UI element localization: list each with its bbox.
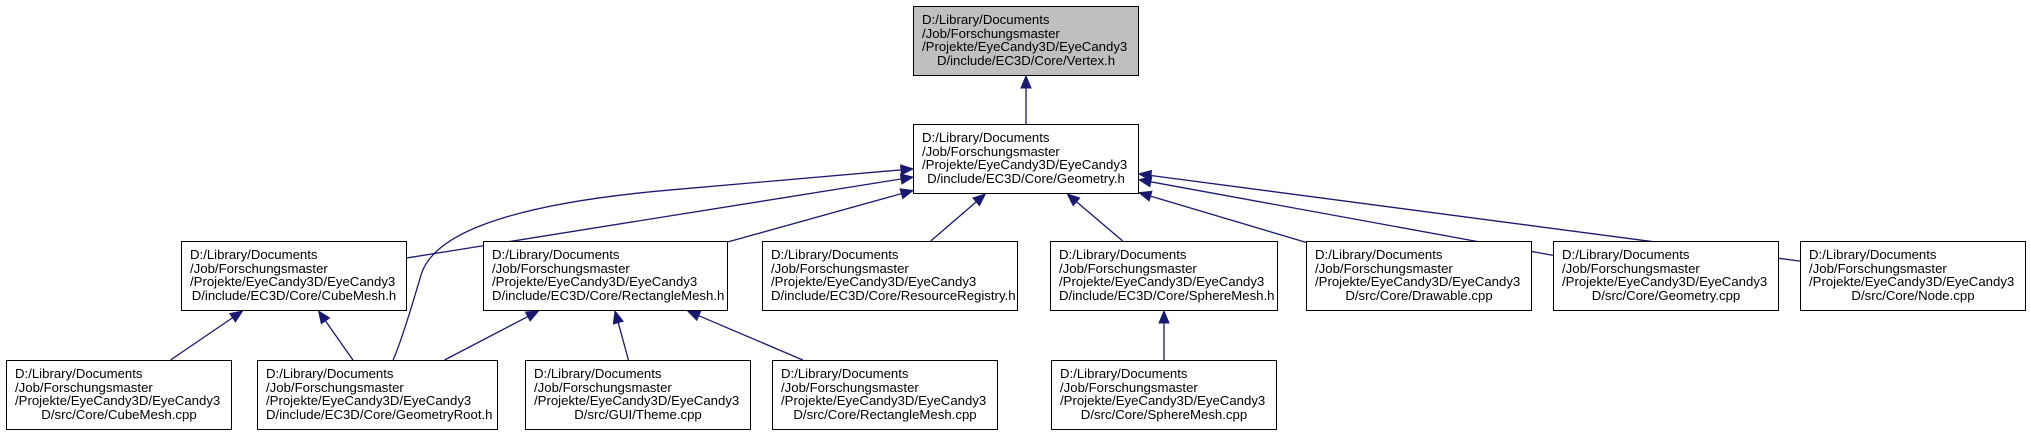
node-line: D/include/EC3D/Core/Vertex.h <box>936 52 1116 68</box>
node-line: D:/Library/Documents <box>492 247 620 262</box>
node-line: /Job/Forschungsmaster <box>781 379 919 395</box>
arrowhead-icon <box>1158 309 1170 324</box>
arrowhead-icon <box>900 164 915 176</box>
node-line: /Projekte/EyeCandy3D/EyeCandy3 <box>1059 274 1265 289</box>
arrowhead-icon <box>686 310 702 322</box>
node-line: D/src/Core/Node.cpp <box>1851 287 1975 303</box>
arrowhead-icon <box>1020 74 1032 89</box>
arrowhead-icon <box>972 193 987 207</box>
node-line: /Job/Forschungsmaster <box>15 379 153 395</box>
node-line: /Job/Forschungsmaster <box>534 379 672 395</box>
node-line: /Projekte/EyeCandy3D/EyeCandy3 <box>1562 274 1768 289</box>
arrowhead-icon <box>317 309 331 325</box>
edge-geometryroot_h-to-rectanglemesh_h <box>444 315 529 361</box>
node-line: /Projekte/EyeCandy3D/EyeCandy3 <box>1315 274 1521 289</box>
node-line: /Job/Forschungsmaster <box>190 260 328 276</box>
node-geometry-h[interactable]: D:/Library/Documents /Job/Forschungsmast… <box>913 124 1139 194</box>
edge-rectanglemesh_h-to-geometry_h <box>727 193 902 243</box>
node-line: /Job/Forschungsmaster <box>771 260 909 276</box>
node-line: /Projekte/EyeCandy3D/EyeCandy3 <box>534 393 740 408</box>
edge-rectanglemesh_cpp-to-rectanglemesh_h <box>698 315 804 361</box>
node-line: D:/Library/Documents <box>1060 366 1188 381</box>
node-line: D:/Library/Documents <box>15 366 143 381</box>
node-resourceregistry-h[interactable]: D:/Library/Documents /Job/Forschungsmast… <box>762 241 1018 311</box>
arrowhead-icon <box>899 188 915 200</box>
node-line: D/src/GUI/Theme.cpp <box>574 406 702 422</box>
node-line: /Job/Forschungsmaster <box>1809 260 1947 276</box>
edge-geometryroot_h-to-cubemesh_h <box>324 320 354 361</box>
node-line: /Projekte/EyeCandy3D/EyeCandy3 <box>781 393 987 408</box>
arrowhead-icon <box>899 173 915 185</box>
node-cubemesh-cpp[interactable]: D:/Library/Documents /Job/Forschungsmast… <box>6 360 232 430</box>
arrowhead-icon <box>1137 190 1153 202</box>
node-line: D:/Library/Documents <box>1059 247 1187 262</box>
node-line: D/src/Core/CubeMesh.cpp <box>41 406 197 422</box>
node-line: D:/Library/Documents <box>922 130 1050 145</box>
node-line: D/src/Core/RectangleMesh.cpp <box>793 406 977 422</box>
node-line: /Job/Forschungsmaster <box>1315 260 1453 276</box>
node-line: /Job/Forschungsmaster <box>266 379 404 395</box>
edge-theme_cpp-to-rectanglemesh_h <box>617 322 630 361</box>
node-spheremesh-h[interactable]: D:/Library/Documents /Job/Forschungsmast… <box>1050 241 1278 311</box>
node-line: /Projekte/EyeCandy3D/EyeCandy3 <box>492 274 698 289</box>
node-theme-cpp[interactable]: D:/Library/Documents /Job/Forschungsmast… <box>525 360 751 430</box>
edge-resourceregistry_h-to-geometry_h <box>930 201 977 242</box>
node-line: D:/Library/Documents <box>1315 247 1443 262</box>
node-line: /Projekte/EyeCandy3D/EyeCandy3 <box>1060 393 1266 408</box>
arrowhead-icon <box>228 310 244 323</box>
edge-drawable_cpp-to-geometry_h <box>1150 195 1307 243</box>
node-geometry-cpp[interactable]: D:/Library/Documents /Job/Forschungsmast… <box>1553 241 1779 311</box>
node-line: D/include/EC3D/Core/Geometry.h <box>927 170 1125 186</box>
edge-geometryroot_h-to-geometry_h <box>392 169 902 361</box>
node-line: /Projekte/EyeCandy3D/EyeCandy3 <box>266 393 472 408</box>
arrowhead-icon <box>1137 169 1153 182</box>
node-line: /Projekte/EyeCandy3D/EyeCandy3 <box>15 393 221 408</box>
node-line: /Projekte/EyeCandy3D/EyeCandy3 <box>190 274 396 289</box>
node-geometryroot-h[interactable]: D:/Library/Documents /Job/Forschungsmast… <box>257 360 498 430</box>
node-line: D/src/Core/Drawable.cpp <box>1345 287 1493 303</box>
edge-spheremesh_h-to-geometry_h <box>1076 201 1124 242</box>
node-rectanglemesh-cpp[interactable]: D:/Library/Documents /Job/Forschungsmast… <box>772 360 998 430</box>
node-line: /Projekte/EyeCandy3D/EyeCandy3 <box>771 274 977 289</box>
node-line: D:/Library/Documents <box>922 12 1050 27</box>
node-cubemesh-h[interactable]: D:/Library/Documents /Job/Forschungsmast… <box>181 241 407 311</box>
node-line: /Job/Forschungsmaster <box>1562 260 1700 276</box>
node-line: D:/Library/Documents <box>1809 247 1937 262</box>
arrowhead-icon <box>1066 193 1081 207</box>
node-line: D/include/EC3D/Core/RectangleMesh.h <box>492 287 725 303</box>
node-line: /Job/Forschungsmaster <box>1059 260 1197 276</box>
node-line: /Job/Forschungsmaster <box>922 143 1060 159</box>
node-spheremesh-cpp[interactable]: D:/Library/Documents /Job/Forschungsmast… <box>1051 360 1277 430</box>
arrowhead-icon <box>524 310 540 322</box>
node-line: D/include/EC3D/Core/CubeMesh.h <box>191 287 397 303</box>
node-drawable-cpp[interactable]: D:/Library/Documents /Job/Forschungsmast… <box>1306 241 1532 311</box>
node-line: /Job/Forschungsmaster <box>922 25 1060 41</box>
node-line: D/src/Core/Geometry.cpp <box>1591 287 1741 303</box>
node-line: /Job/Forschungsmaster <box>1060 379 1198 395</box>
node-line: /Projekte/EyeCandy3D/EyeCandy3 <box>922 157 1128 172</box>
node-line: D:/Library/Documents <box>534 366 662 381</box>
node-line: D/include/EC3D/Core/GeometryRoot.h <box>266 406 493 422</box>
node-node-cpp[interactable]: D:/Library/Documents /Job/Forschungsmast… <box>1800 241 2026 311</box>
node-line: D/include/EC3D/Core/SphereMesh.h <box>1059 287 1275 303</box>
node-rectanglemesh-h[interactable]: D:/Library/Documents /Job/Forschungsmast… <box>483 241 728 311</box>
node-line: /Projekte/EyeCandy3D/EyeCandy3 <box>1809 274 2015 289</box>
node-line: D:/Library/Documents <box>771 247 899 262</box>
edge-cubemesh_cpp-to-cubemesh_h <box>170 317 233 361</box>
node-line: D/include/EC3D/Core/ResourceRegistry.h <box>771 287 1016 303</box>
node-line: D:/Library/Documents <box>1562 247 1690 262</box>
node-line: D:/Library/Documents <box>781 366 909 381</box>
node-line: /Projekte/EyeCandy3D/EyeCandy3 <box>922 39 1128 54</box>
arrowhead-icon <box>612 309 624 325</box>
node-line: D/src/Core/SphereMesh.cpp <box>1080 406 1248 422</box>
node-line: /Job/Forschungsmaster <box>492 260 630 276</box>
node-line: D:/Library/Documents <box>266 366 394 381</box>
node-vertex-h[interactable]: D:/Library/Documents /Job/Forschungsmast… <box>913 6 1139 76</box>
node-line: D:/Library/Documents <box>190 247 318 262</box>
